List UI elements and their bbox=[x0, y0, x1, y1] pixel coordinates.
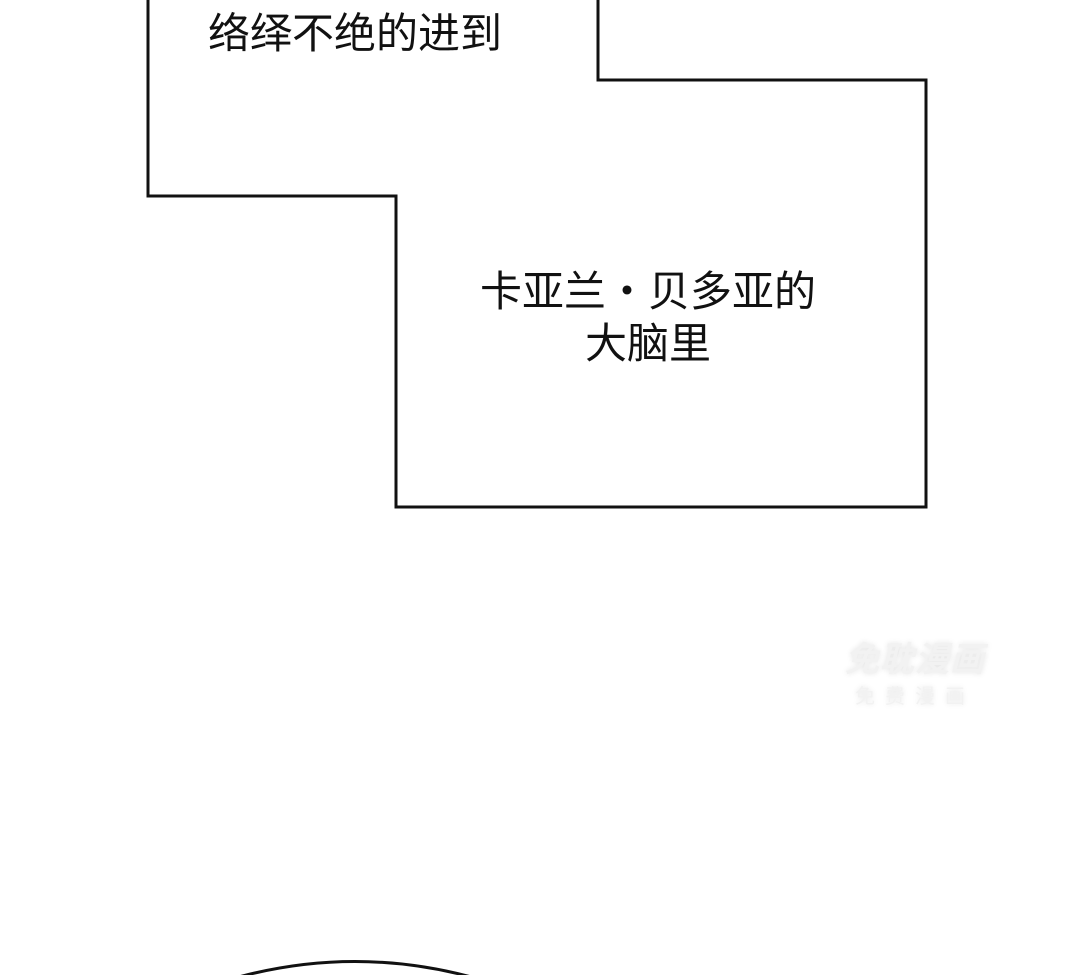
watermark-subtitle: 免费漫画 bbox=[855, 684, 975, 708]
caption-main-line2: 大脑里 bbox=[584, 319, 711, 368]
caption-main-line1: 卡亚兰・贝多亚的 bbox=[479, 267, 816, 316]
speech-bubble-arc bbox=[240, 960, 470, 975]
caption-top-text: 络绎不绝的进到 bbox=[207, 9, 502, 58]
caption-box-outline bbox=[146, 0, 928, 509]
watermark-title: 免耽漫画 bbox=[845, 640, 985, 680]
